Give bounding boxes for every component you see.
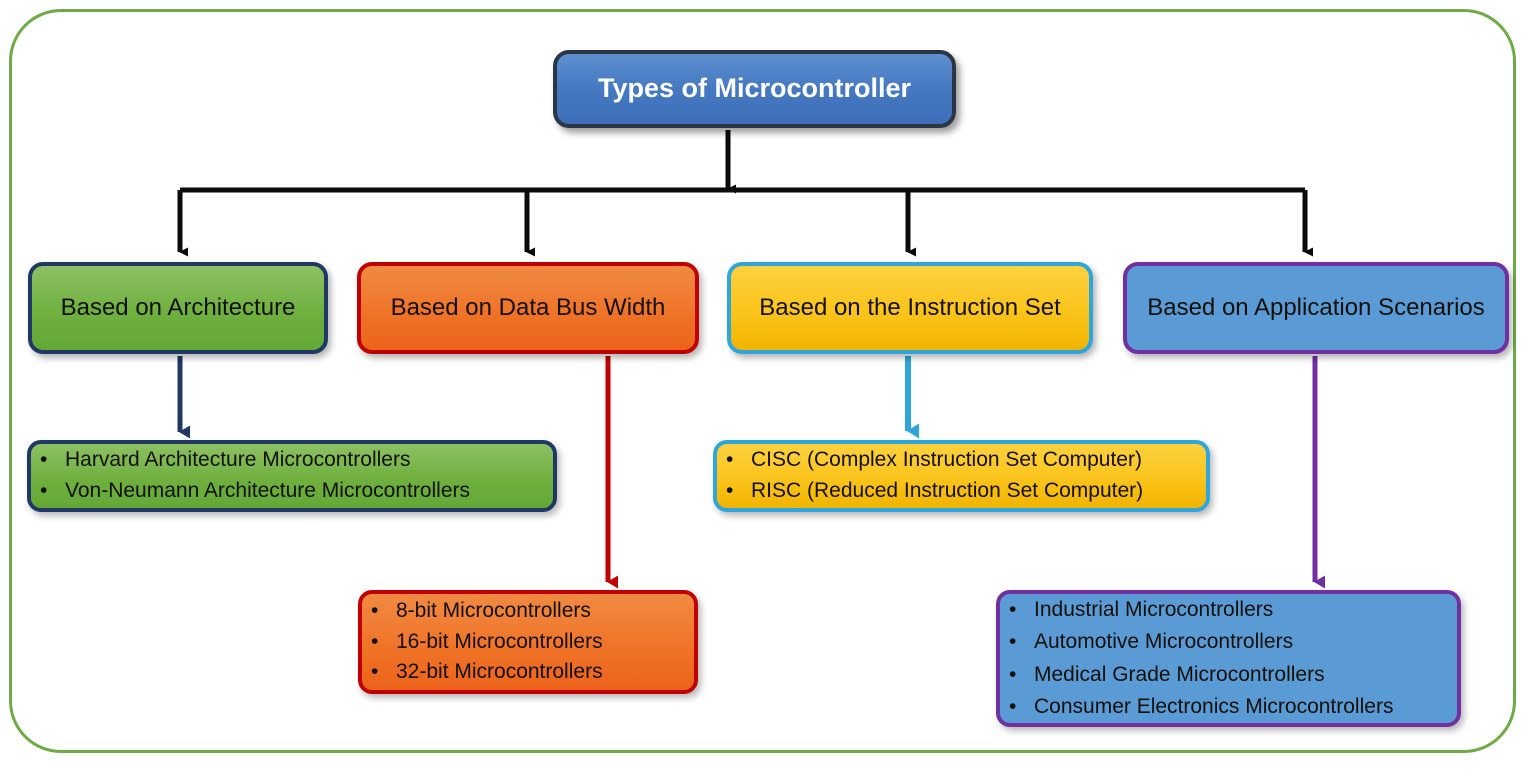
bullet-icon: • xyxy=(1009,630,1017,654)
node-data-bus-width-label: Based on Data Bus Width xyxy=(390,293,666,321)
list-item: • 16-bit Microcontrollers xyxy=(371,627,684,658)
node-based-on-architecture[interactable]: Based on Architecture xyxy=(28,262,328,354)
node-types-of-microcontroller[interactable]: Types of Microcontroller xyxy=(553,50,956,128)
list-item: • Industrial Microcontrollers xyxy=(1009,594,1447,626)
list-item-label: 8-bit Microcontrollers xyxy=(396,598,591,622)
node-based-on-application-scenarios[interactable]: Based on Application Scenarios xyxy=(1123,262,1509,354)
bullet-icon: • xyxy=(371,660,379,684)
bullet-icon: • xyxy=(40,448,48,472)
bullet-list: • Industrial Microcontrollers • Automotive… xyxy=(1000,594,1457,723)
connector-root-to-bus xyxy=(180,130,1305,194)
node-based-on-the-instruction-set[interactable]: Based on the Instruction Set xyxy=(727,262,1093,354)
bullet-icon: • xyxy=(371,598,379,622)
list-instruction-set-types[interactable]: • CISC (Complex Instruction Set Computer)… xyxy=(713,440,1210,512)
bullet-icon: • xyxy=(726,479,734,502)
bullet-icon: • xyxy=(1009,694,1017,718)
list-architecture-microcontrollers[interactable]: • Harvard Architecture Microcontrollers •… xyxy=(27,440,557,512)
list-item: • RISC (Reduced Instruction Set Computer) xyxy=(726,476,1196,507)
bullet-icon: • xyxy=(371,629,379,653)
node-root-label: Types of Microcontroller xyxy=(597,73,912,104)
list-item: • Harvard Architecture Microcontrollers xyxy=(40,445,543,476)
list-item-label: Industrial Microcontrollers xyxy=(1034,598,1274,622)
bullet-icon: • xyxy=(1009,598,1017,622)
list-item: • Von-Neumann Architecture Microcontrolle… xyxy=(40,476,543,507)
bullet-icon: • xyxy=(1009,662,1017,686)
bullet-list: • Harvard Architecture Microcontrollers •… xyxy=(31,445,553,507)
list-item: • CISC (Complex Instruction Set Computer) xyxy=(726,445,1196,476)
list-application-scenario-microcontrollers[interactable]: • Industrial Microcontrollers • Automotive… xyxy=(996,590,1461,727)
list-item: • Medical Grade Microcontrollers xyxy=(1009,659,1447,691)
list-item-label: 16-bit Microcontrollers xyxy=(396,629,603,653)
list-item-label: Consumer Electronics Microcontrollers xyxy=(1034,694,1394,718)
list-item-label: Medical Grade Microcontrollers xyxy=(1034,662,1325,686)
outer-frame-border xyxy=(9,9,1516,753)
node-architecture-label: Based on Architecture xyxy=(60,293,296,321)
bullet-list: • CISC (Complex Instruction Set Computer)… xyxy=(717,445,1206,507)
list-data-bus-width-microcontrollers[interactable]: • 8-bit Microcontrollers • 16-bit Microcon… xyxy=(358,590,698,694)
node-instruction-set-label: Based on the Instruction Set xyxy=(759,293,1061,321)
list-item: • 8-bit Microcontrollers xyxy=(371,596,684,627)
list-item-label: Automotive Microcontrollers xyxy=(1034,630,1294,654)
bullet-list: • 8-bit Microcontrollers • 16-bit Microcon… xyxy=(362,596,694,689)
bullet-icon: • xyxy=(726,448,734,472)
node-based-on-data-bus-width[interactable]: Based on Data Bus Width xyxy=(357,262,699,354)
list-item-label: CISC (Complex Instruction Set Computer) xyxy=(751,448,1142,472)
list-item-label: Harvard Architecture Microcontrollers xyxy=(65,448,411,472)
bullet-icon: • xyxy=(40,479,48,502)
list-item: • 32-bit Microcontrollers xyxy=(371,657,684,688)
list-item: • Consumer Electronics Microcontrollers xyxy=(1009,691,1447,723)
list-item: • Automotive Microcontrollers xyxy=(1009,626,1447,658)
list-item-label: 32-bit Microcontrollers xyxy=(396,660,603,684)
node-application-scenarios-label: Based on Application Scenarios xyxy=(1147,293,1485,321)
list-item-label: Von-Neumann Architecture Microcontroller… xyxy=(65,479,471,502)
list-item-label: RISC (Reduced Instruction Set Computer) xyxy=(751,479,1144,502)
